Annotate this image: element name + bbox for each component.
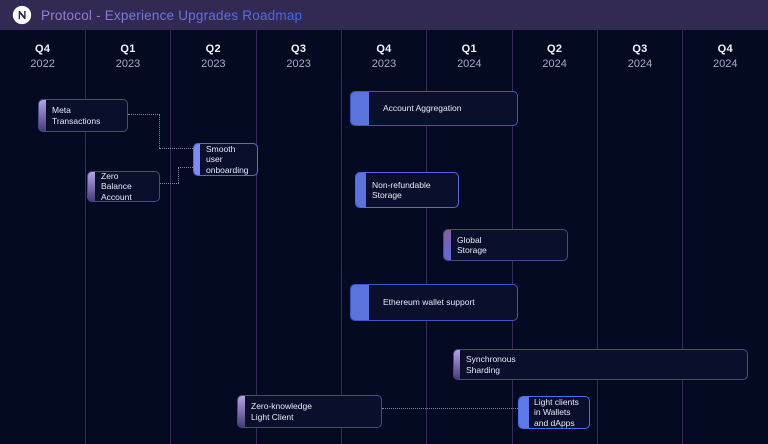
task-bar-synchronous-sharding: Synchronous Sharding (453, 349, 748, 380)
task-accent (519, 397, 529, 428)
year-label: 2022 (30, 58, 55, 70)
quarter-label: Q4 (717, 43, 733, 55)
year-label: 2024 (542, 58, 567, 70)
column-headers: Q4 2022 Q1 2023 Q2 2023 Q3 2023 Q4 2023 … (0, 30, 768, 70)
connector-line (159, 114, 160, 148)
column-header-q1-2024: Q1 2024 (427, 43, 512, 70)
task-label: Zero-knowledge Light Client (251, 401, 312, 422)
grid-line (256, 30, 257, 444)
task-bar-global-storage: Global Storage (443, 229, 568, 261)
task-label: Zero Balance Account (101, 171, 132, 202)
year-label: 2024 (713, 58, 738, 70)
grid-line (85, 30, 86, 444)
year-label: 2023 (201, 58, 226, 70)
quarter-label: Q4 (376, 43, 392, 55)
task-label: Light clients in Wallets and dApps (534, 397, 579, 428)
quarter-label: Q2 (546, 43, 563, 55)
task-bar-light-clients-wallets-dapps: Light clients in Wallets and dApps (518, 396, 590, 429)
page-title: Protocol - Experience Upgrades Roadmap (41, 7, 303, 23)
column-header-q2-2023: Q2 2023 (171, 43, 256, 70)
year-label: 2023 (115, 58, 141, 70)
quarter-label: Q3 (632, 43, 648, 55)
task-bar-zero-balance-account: Zero Balance Account (87, 171, 160, 202)
task-accent (454, 350, 460, 379)
task-label: Account Aggregation (383, 103, 462, 114)
task-label: Smooth user onboarding (206, 144, 249, 175)
task-label: Global Storage (457, 234, 487, 255)
column-header-q4-2024: Q4 2024 (683, 43, 768, 70)
task-accent (238, 396, 245, 427)
grid-line (341, 30, 342, 444)
column-header-q3-2023: Q3 2023 (256, 43, 341, 70)
quarter-label: Q4 (35, 43, 51, 55)
year-label: 2024 (457, 58, 482, 70)
task-accent (356, 173, 366, 207)
grid-line (682, 30, 683, 444)
header-bar: Protocol - Experience Upgrades Roadmap (0, 0, 768, 30)
grid-line (170, 30, 171, 444)
task-accent (88, 172, 95, 201)
task-accent (351, 92, 369, 125)
connector-line (382, 408, 518, 409)
column-header-q3-2024: Q3 2024 (597, 43, 682, 70)
task-bar-non-refundable-storage: Non-refundable Storage (355, 172, 459, 208)
year-label: 2024 (627, 58, 653, 70)
task-accent (351, 285, 369, 320)
task-label: Ethereum wallet support (383, 297, 475, 308)
task-accent (444, 230, 451, 260)
quarter-label: Q1 (120, 43, 136, 55)
connector-line (159, 148, 193, 149)
task-bar-ethereum-wallet-support: Ethereum wallet support (350, 284, 518, 321)
column-header-q4-2022: Q4 2022 (0, 43, 85, 70)
column-header-q4-2023: Q4 2023 (341, 43, 426, 70)
year-label: 2023 (286, 58, 311, 70)
task-label: Synchronous Sharding (466, 354, 516, 375)
quarter-label: Q2 (205, 43, 221, 55)
task-label: Non-refundable Storage (372, 179, 431, 200)
grid-line (426, 30, 427, 444)
column-header-q2-2024: Q2 2024 (512, 43, 597, 70)
task-label: Meta Transactions (52, 105, 101, 126)
connector-line (178, 167, 193, 168)
quarter-label: Q3 (291, 43, 307, 55)
task-bar-meta-transactions: Meta Transactions (38, 99, 128, 132)
task-bar-zero-knowledge-light-client: Zero-knowledge Light Client (237, 395, 382, 428)
quarter-label: Q1 (461, 43, 477, 55)
column-header-q1-2023: Q1 2023 (85, 43, 170, 70)
timeline-grid: Q4 2022 Q1 2023 Q2 2023 Q3 2023 Q4 2023 … (0, 30, 768, 444)
task-bar-smooth-user-onboarding: Smooth user onboarding (193, 143, 258, 176)
connector-line (178, 167, 179, 183)
connector-line (160, 183, 179, 184)
task-accent (194, 144, 200, 175)
task-bar-account-aggregation: Account Aggregation (350, 91, 518, 126)
year-label: 2023 (371, 58, 397, 70)
near-logo-icon (12, 5, 32, 25)
task-accent (39, 100, 46, 131)
connector-line (128, 114, 160, 115)
grid-line (597, 30, 598, 444)
